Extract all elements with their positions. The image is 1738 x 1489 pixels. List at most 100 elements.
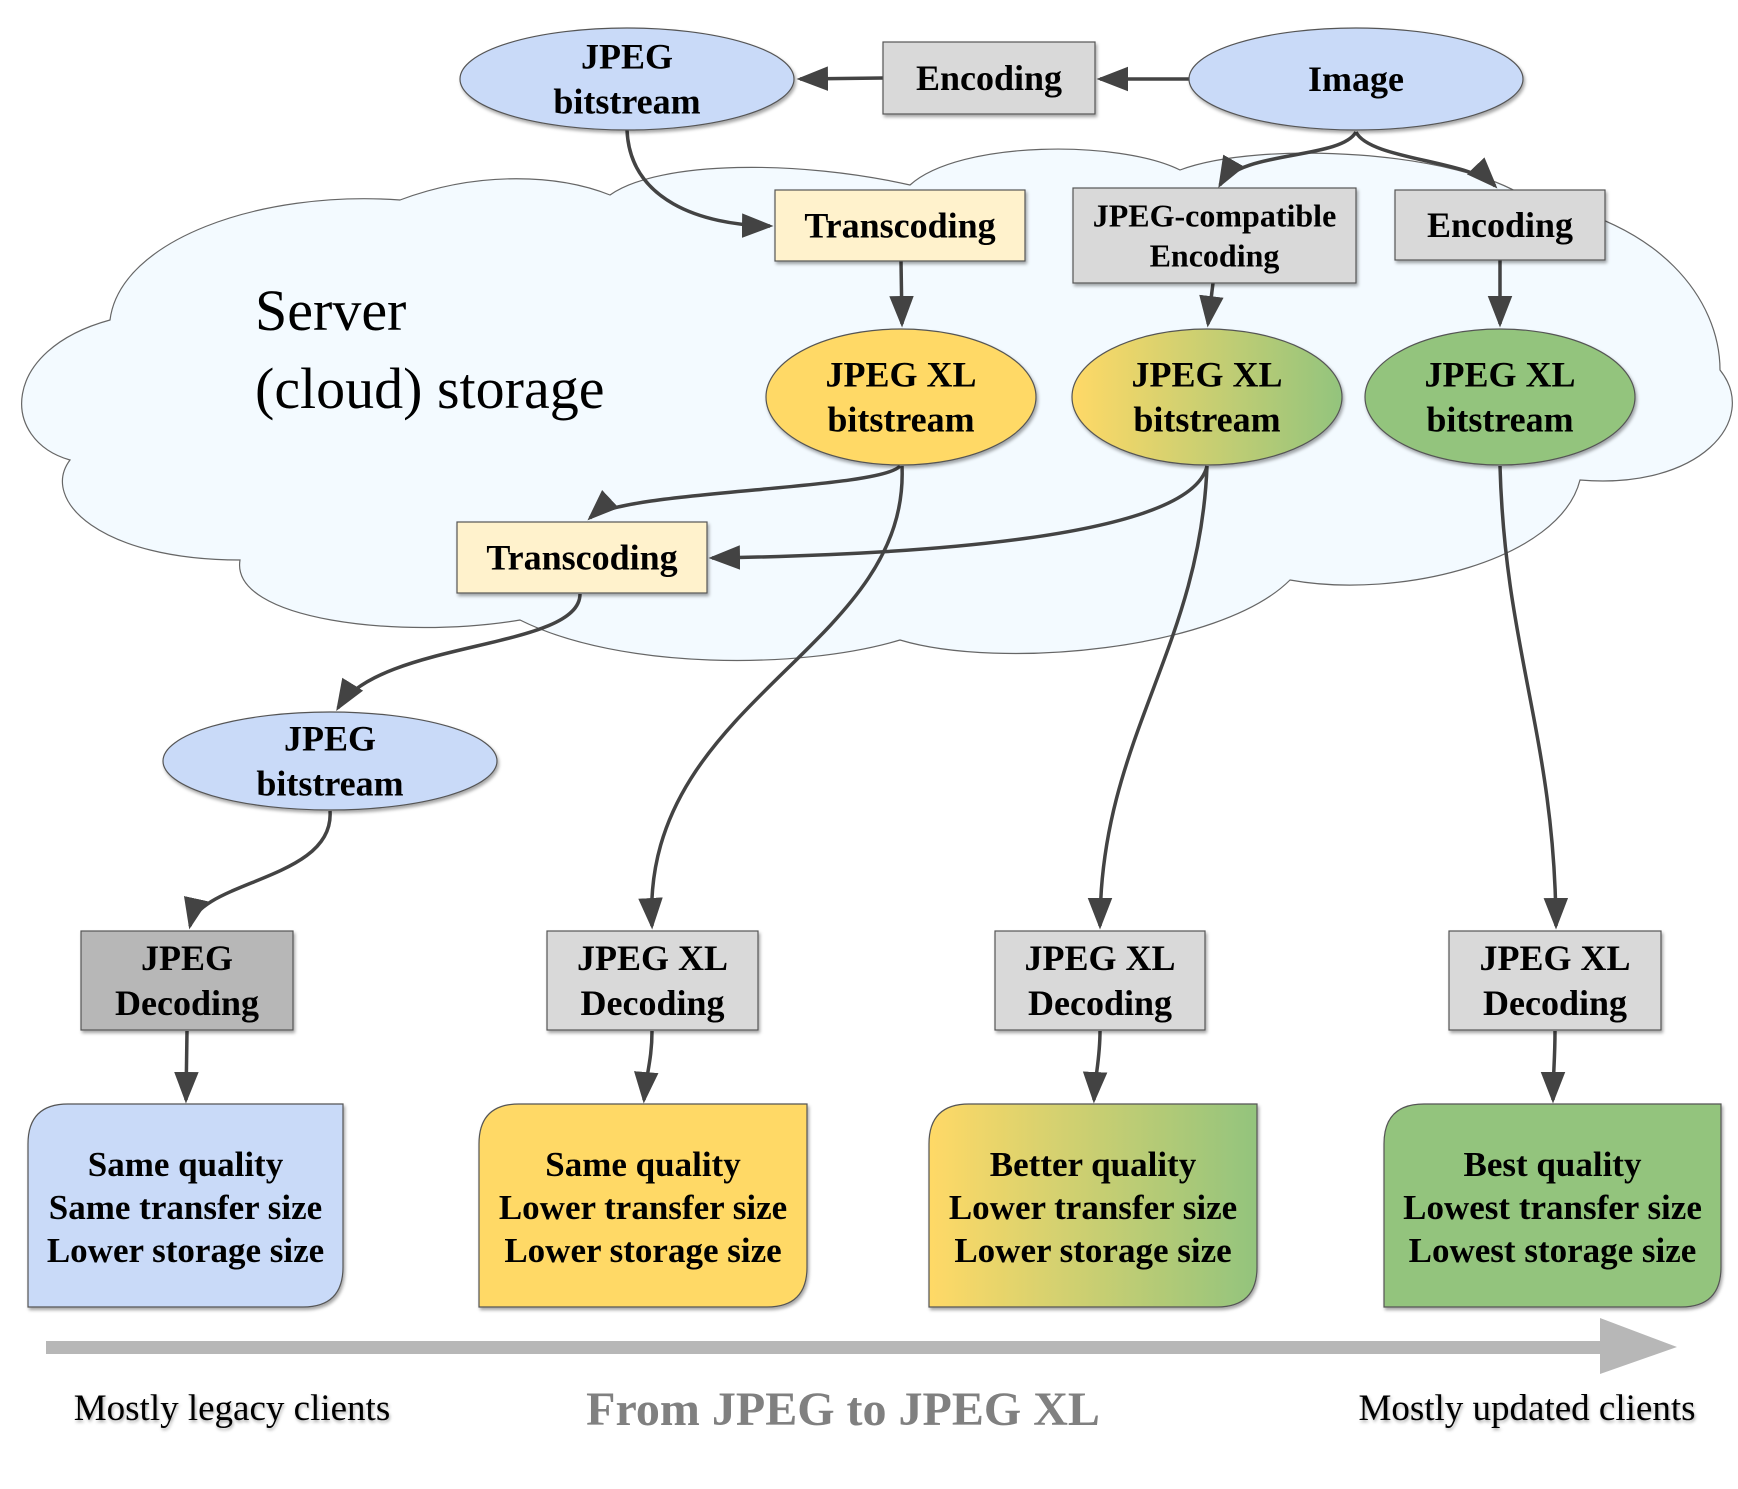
edge-jxl-mixed-to-transcoding — [708, 465, 1209, 570]
box-shape — [1394, 189, 1606, 261]
edge-decoding1-to-outcome — [174, 1030, 199, 1104]
encoding-right-label: Encoding — [1427, 205, 1573, 245]
outcome-line: Same quality — [88, 1145, 284, 1184]
jpeg-compatible-encoding-label: Encoding — [1150, 237, 1280, 273]
edge-jxl-yellow-to-decoding — [638, 465, 904, 930]
jxl-green-label: JPEG XL — [1424, 355, 1575, 395]
ellipse-shape — [1188, 27, 1524, 131]
jxl-mixed-label: bitstream — [1133, 400, 1280, 440]
ellipse-shape — [765, 328, 1037, 466]
ellipse-shape — [1071, 328, 1343, 466]
edge-jpeg-to-transcoding — [625, 129, 774, 238]
edge-decoding4-to-outcome — [1540, 1030, 1566, 1104]
decoding-4-label: JPEG XL — [1479, 938, 1630, 978]
box-shape — [456, 521, 708, 594]
cloud-label-line1: Server — [255, 278, 406, 343]
box-shape — [882, 41, 1096, 115]
timeline-center-label: From JPEG to JPEG XL — [586, 1383, 1100, 1436]
jpeg-compatible-encoding-label: JPEG-compatible — [1093, 197, 1337, 233]
decoding-3-label: JPEG XL — [1024, 938, 1175, 978]
timeline-arrow-head — [1600, 1318, 1677, 1374]
image-label: Image — [1308, 59, 1404, 99]
encoding-right-node: Encoding — [1394, 189, 1606, 261]
edge-compat-to-jxl — [1199, 282, 1224, 328]
outcome-line: Lower transfer size — [949, 1188, 1237, 1227]
jpeg-bitstream-lower-label: JPEG — [284, 719, 376, 759]
encoding-top-label: Encoding — [916, 58, 1062, 98]
decoding-1-label: JPEG — [141, 938, 233, 978]
timeline-arrow-shaft — [46, 1341, 1606, 1354]
edges — [174, 66, 1569, 1104]
edge-encoding-to-jpeg — [796, 66, 884, 91]
edge-jxl-mixed-to-decoding — [1087, 465, 1209, 930]
outcome-shape — [478, 1103, 808, 1308]
timeline-right-label: Mostly updated clients — [1358, 1388, 1695, 1429]
outcome-shape — [27, 1103, 344, 1308]
ellipse-shape — [1364, 328, 1636, 466]
outcome-line: Lower storage size — [504, 1231, 781, 1270]
outcome-line: Lower transfer size — [499, 1188, 787, 1227]
jxl-green-node: JPEG XL bitstream — [1364, 328, 1636, 466]
jpeg-bitstream-lower-label: bitstream — [256, 764, 403, 804]
box-shape — [1448, 930, 1662, 1031]
outcome-line: Lowest storage size — [1409, 1231, 1697, 1270]
outcome-line: Same quality — [545, 1145, 741, 1184]
decoding-3-node: JPEG XL Decoding — [994, 930, 1206, 1031]
encoding-top-node: Encoding — [882, 41, 1096, 115]
jxl-mixed-node: JPEG XL bitstream — [1071, 328, 1343, 466]
decoding-2-node: JPEG XL Decoding — [546, 930, 759, 1031]
jxl-yellow-label: JPEG XL — [825, 355, 976, 395]
outcome-line: Lower storage size — [954, 1231, 1231, 1270]
outcome-line: Better quality — [990, 1145, 1197, 1184]
transcoding-lower-node: Transcoding — [456, 521, 708, 594]
edge-image-to-encoding-right — [1354, 131, 1498, 189]
decoding-2-label: Decoding — [581, 983, 725, 1023]
timeline: Mostly legacy clients From JPEG to JPEG … — [46, 1318, 1696, 1436]
jxl-yellow-label: bitstream — [827, 400, 974, 440]
edge-jxl-green-to-decoding — [1498, 465, 1569, 930]
box-shape — [1072, 187, 1357, 284]
edge-decoding3-to-outcome — [1082, 1030, 1108, 1104]
box-shape — [546, 930, 759, 1031]
box-shape — [994, 930, 1206, 1031]
box-shape — [80, 930, 294, 1031]
jxl-green-label: bitstream — [1426, 400, 1573, 440]
outcome-line: Lowest transfer size — [1403, 1188, 1702, 1227]
transcoding-top-label: Transcoding — [804, 206, 995, 246]
jpeg-bitstream-top-label: JPEG — [581, 37, 673, 77]
jxl-mixed-label: JPEG XL — [1131, 355, 1282, 395]
outcome-line: Lower storage size — [47, 1231, 324, 1270]
decoding-4-label: Decoding — [1483, 983, 1627, 1023]
outcome-line: Same transfer size — [49, 1188, 322, 1227]
box-shape — [774, 189, 1026, 262]
outcome-line: Best quality — [1464, 1145, 1642, 1184]
jxl-yellow-node: JPEG XL bitstream — [765, 328, 1037, 466]
edge-transcoding-to-jpeg-lower — [336, 593, 582, 711]
timeline-left-label: Mostly legacy clients — [74, 1388, 391, 1429]
ellipse-shape — [459, 27, 795, 131]
image-node: Image — [1188, 27, 1524, 131]
transcoding-lower-label: Transcoding — [486, 538, 677, 578]
jpeg-bitstream-top-label: bitstream — [553, 82, 700, 122]
jpeg-bitstream-top-node: JPEG bitstream — [459, 27, 795, 131]
ellipse-shape — [162, 711, 498, 811]
jpeg-bitstream-lower-node: JPEG bitstream — [162, 711, 498, 811]
cloud-label-line2: (cloud) storage — [255, 356, 604, 421]
decoding-1-label: Decoding — [115, 983, 259, 1023]
decoding-2-label: JPEG XL — [577, 938, 728, 978]
edge-decoding2-to-outcome — [634, 1030, 659, 1104]
edge-image-to-compat — [1218, 130, 1358, 189]
outcome-shape — [1383, 1103, 1722, 1308]
decoding-1-node: JPEG Decoding — [80, 930, 294, 1031]
decoding-4-node: JPEG XL Decoding — [1448, 930, 1662, 1031]
outcome-shape — [928, 1103, 1258, 1308]
edge-jxl-yellow-to-transcoding — [587, 464, 902, 521]
decoding-3-label: Decoding — [1028, 983, 1172, 1023]
edge-transcoding-to-jxl — [889, 260, 914, 328]
